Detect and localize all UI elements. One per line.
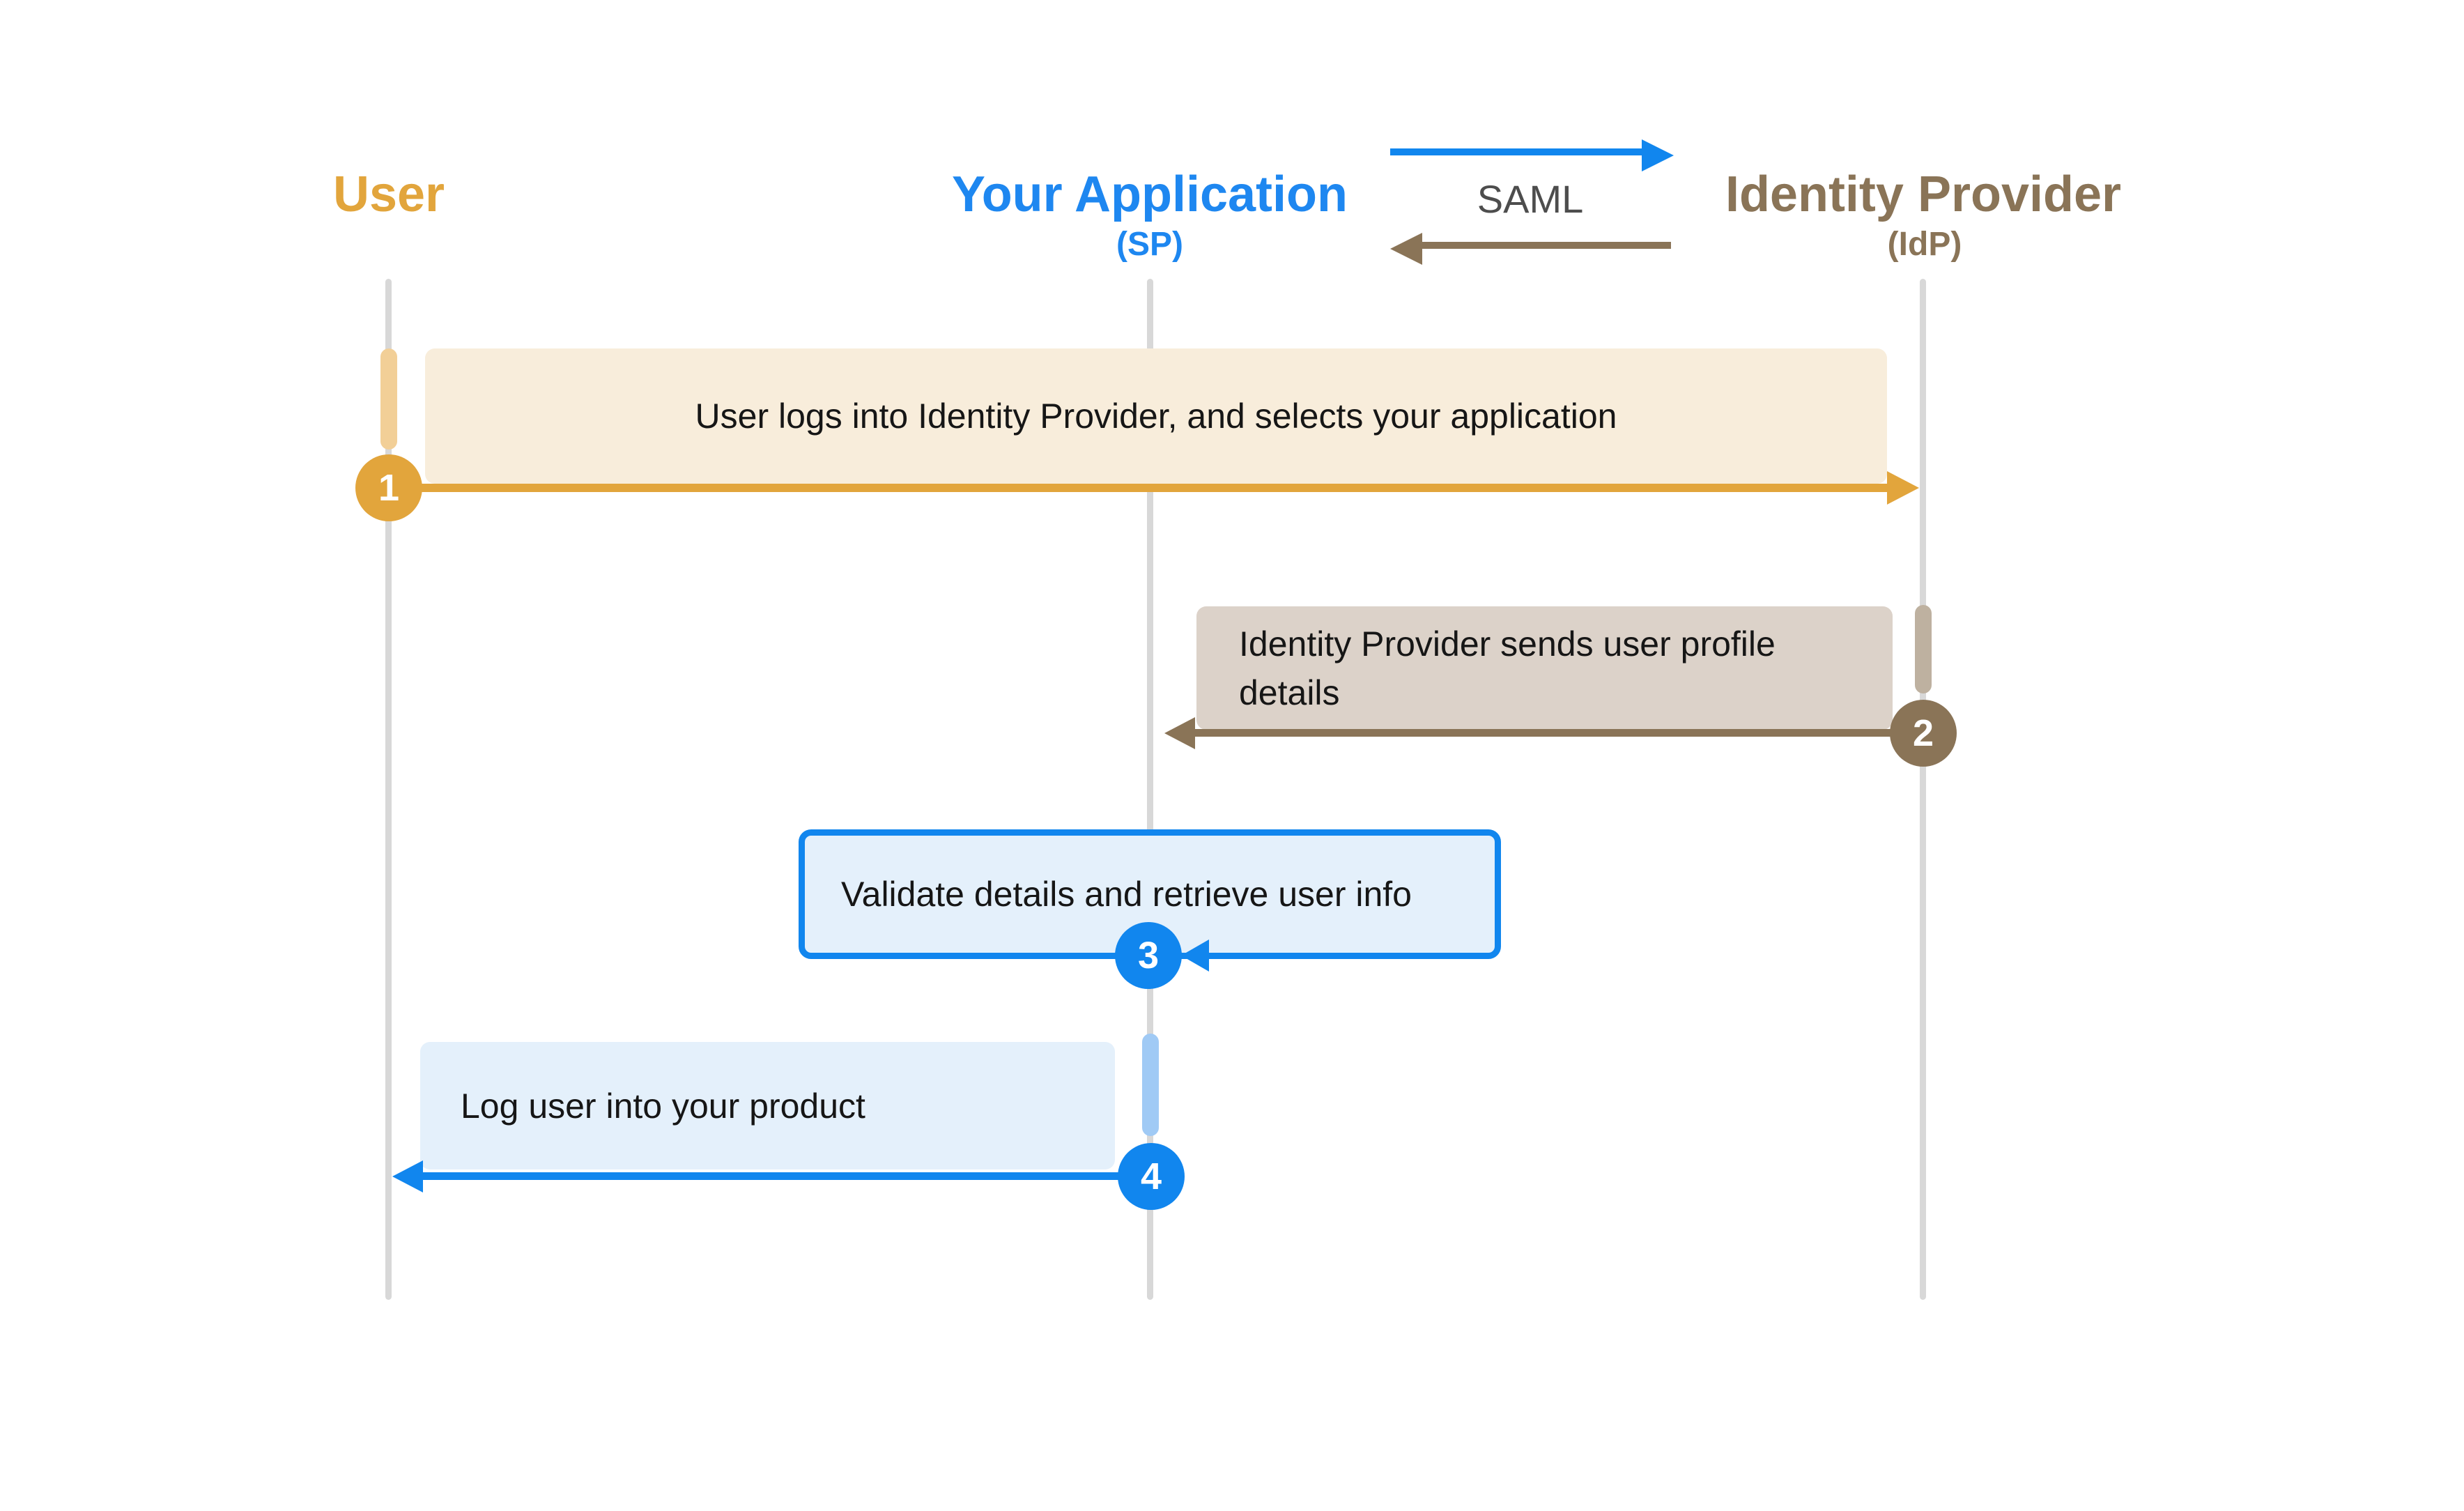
activation-bar-idp-step2: [1915, 605, 1932, 693]
saml-right-arrow-head-icon: [1642, 139, 1674, 171]
message-box-step4: Log user into your product: [420, 1042, 1115, 1169]
arrow-line-step1: [389, 484, 1888, 492]
lifeline-identity-provider: [1920, 279, 1926, 1300]
arrow-head-right-icon-step1: [1887, 471, 1919, 505]
step-number-badge-3: 3: [1115, 922, 1182, 989]
saml-left-arrow-head-icon: [1390, 233, 1422, 265]
arrow-head-left-icon-step4: [392, 1160, 423, 1192]
arrow-head-left-icon-step2: [1164, 717, 1195, 749]
saml-right-arrow-line: [1390, 148, 1642, 155]
arrow-head-left-icon-step3: [1181, 939, 1209, 972]
step-number-1: 1: [378, 467, 400, 509]
lifeline-user: [385, 279, 392, 1300]
participant-title-identity-provider: Identity Provider: [1725, 167, 2122, 222]
step-number-badge-1: 1: [355, 454, 422, 521]
participant-title-user: User: [332, 167, 445, 222]
step-number-2: 2: [1912, 712, 1934, 754]
message-box-step2: Identity Provider sends user profile det…: [1196, 606, 1893, 730]
participant-title-application: Your Application: [952, 167, 1348, 222]
message-text-step2: Identity Provider sends user profile det…: [1239, 624, 1776, 712]
step-number-badge-4: 4: [1118, 1143, 1185, 1210]
lifeline-application: [1147, 279, 1153, 1300]
message-box-step1: User logs into Identity Provider, and se…: [425, 348, 1887, 484]
message-text-step1: User logs into Identity Provider, and se…: [695, 397, 1617, 436]
activation-bar-app-step4: [1142, 1034, 1159, 1136]
arrow-line-step4: [422, 1172, 1151, 1180]
arrow-line-step2: [1191, 729, 1923, 737]
activation-bar-user-step1: [380, 348, 397, 450]
participant-subtitle-sp: (SP): [1116, 226, 1183, 263]
step-number-3: 3: [1137, 935, 1160, 976]
saml-left-arrow-line: [1419, 242, 1671, 249]
step-number-badge-2: 2: [1890, 700, 1957, 767]
step-number-4: 4: [1140, 1156, 1162, 1197]
message-text-step4: Log user into your product: [461, 1086, 865, 1126]
message-text-step3: Validate details and retrieve user info: [841, 875, 1412, 914]
participant-subtitle-idp: (IdP): [1887, 226, 1962, 263]
saml-label: SAML: [1477, 177, 1584, 221]
